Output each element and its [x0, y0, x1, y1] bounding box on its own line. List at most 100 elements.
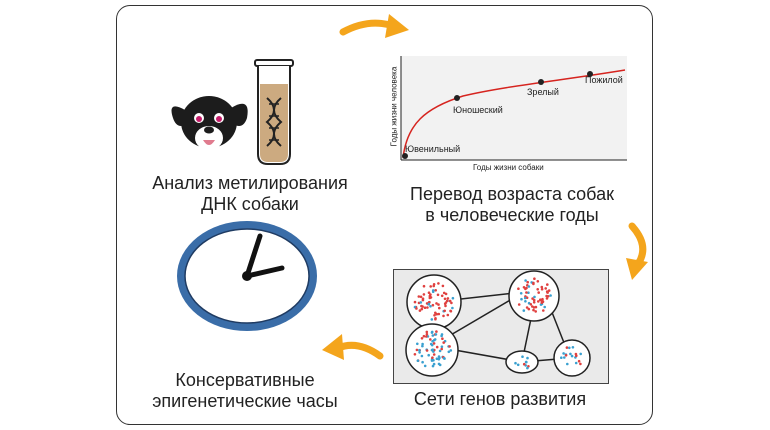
gene-node: [444, 301, 448, 304]
gene-node: [438, 349, 442, 353]
gene-node: [430, 359, 434, 362]
gene-node: [522, 362, 526, 366]
clock-caption: Консервативные эпигенетические часы: [125, 370, 365, 412]
gene-node: [451, 306, 454, 310]
gene-network-panel: [393, 269, 609, 384]
gene-node: [418, 348, 421, 352]
gene-node: [446, 297, 450, 300]
gene-node: [431, 334, 435, 337]
gene-node: [525, 291, 528, 294]
clock-caption-line2: эпигенетические часы: [152, 391, 338, 411]
gene-node: [415, 348, 419, 352]
gene-node: [418, 309, 422, 312]
gene-node: [577, 359, 581, 363]
gene-node: [527, 307, 531, 311]
gene-node: [437, 282, 440, 285]
gene-node: [564, 354, 568, 357]
y-axis-label: Годы жизни человека: [389, 66, 399, 147]
gene-node: [517, 303, 521, 306]
gene-node: [570, 354, 574, 358]
point-label-senior: Пожилой: [585, 75, 623, 85]
gene-node: [525, 286, 528, 290]
gene-node: [450, 301, 453, 305]
gene-node: [432, 342, 436, 345]
gene-node: [449, 309, 453, 313]
gene-node: [526, 356, 529, 360]
gene-node: [417, 295, 421, 298]
chart-plot: [400, 56, 627, 161]
gene-node: [420, 307, 424, 311]
gene-node: [434, 289, 437, 292]
gene-node: [440, 347, 443, 351]
gene-node: [451, 296, 455, 300]
gene-node: [545, 290, 549, 293]
gene-node: [542, 309, 545, 312]
gene-node: [574, 361, 578, 365]
data-point-mature: [538, 79, 544, 85]
gene-node: [430, 343, 434, 347]
data-point-adolescent: [454, 95, 460, 101]
gene-node: [437, 303, 440, 306]
gene-node: [441, 284, 445, 288]
gene-node: [569, 352, 572, 356]
networks-caption: Сети генов развития: [413, 389, 587, 409]
age-curve-line: [402, 69, 626, 159]
gene-node: [523, 296, 527, 300]
x-axis-label: Годы жизни собаки: [473, 163, 544, 172]
point-label-mature: Зрелый: [527, 87, 559, 97]
gene-node: [425, 335, 428, 338]
gene-node: [431, 356, 434, 359]
gene-node: [537, 300, 540, 303]
gene-node: [421, 298, 425, 302]
gene-node: [423, 306, 427, 309]
gene-node: [526, 280, 529, 284]
gene-node: [540, 285, 544, 289]
gene-node: [517, 287, 520, 290]
gene-node: [421, 360, 424, 364]
gene-node: [547, 289, 551, 292]
gene-node: [522, 309, 526, 312]
data-point-senior: [587, 71, 593, 77]
gene-node: [433, 314, 436, 317]
gene-node: [565, 346, 569, 349]
gene-node: [443, 297, 447, 301]
gene-node: [432, 362, 436, 366]
gene-node: [536, 280, 540, 283]
gene-node: [579, 352, 582, 356]
gene-node: [431, 364, 435, 368]
gene-network-graph: [405, 270, 591, 377]
gene-node: [429, 338, 432, 341]
gene-node: [532, 301, 536, 304]
gene-node: [435, 302, 438, 305]
gene-node: [444, 292, 448, 296]
gene-node: [425, 330, 429, 334]
gene-node: [534, 305, 538, 309]
gene-node: [434, 317, 437, 321]
data-point-juvenile: [402, 153, 408, 159]
gene-node: [442, 314, 445, 318]
gene-node: [437, 312, 441, 316]
gene-node: [448, 345, 451, 348]
gene-node: [448, 299, 452, 303]
gene-node: [562, 352, 565, 355]
gene-node: [437, 362, 441, 366]
gene-node: [421, 305, 424, 308]
gene-node: [444, 304, 447, 308]
gene-node: [416, 359, 420, 362]
point-label-juvenile: Ювенильный: [405, 144, 461, 154]
gene-node: [529, 303, 533, 306]
gene-node: [426, 306, 429, 309]
gene-node: [421, 344, 424, 348]
gene-node: [432, 283, 436, 286]
age-translation-chart: Ювенильный Юношеский Зрелый Пожилой Годы…: [385, 52, 631, 172]
gene-node: [537, 291, 540, 294]
gene-node: [532, 281, 535, 285]
gene-node: [440, 345, 444, 348]
gene-node: [440, 334, 443, 338]
gene-node: [427, 291, 431, 294]
gene-node: [540, 287, 544, 291]
dog-icon: [171, 96, 248, 150]
gene-node: [442, 341, 445, 344]
arrow-right-icon: [626, 222, 648, 280]
gene-node: [413, 353, 417, 356]
